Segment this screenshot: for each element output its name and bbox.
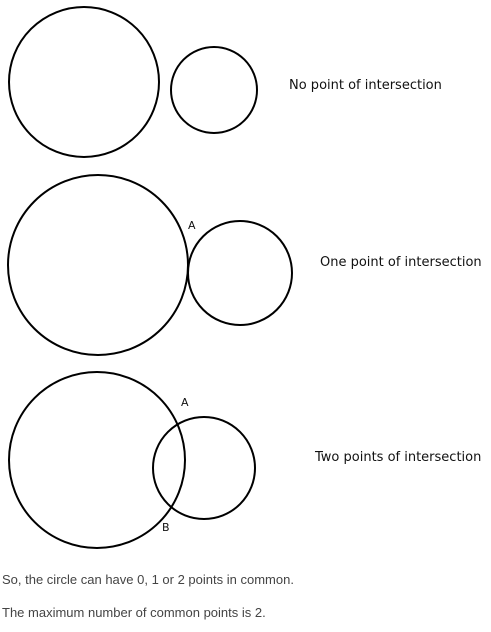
- figure-one-intersection: A One point of intersection: [7, 174, 482, 356]
- maximum-points-text: The maximum number of common points is 2…: [2, 605, 266, 620]
- circle-intersection-diagram: No point of intersection A One point of …: [7, 6, 482, 549]
- caption-no-intersection: No point of intersection: [289, 78, 442, 93]
- caption-one-intersection: One point of intersection: [320, 255, 482, 270]
- conclusion-text: So, the circle can have 0, 1 or 2 points…: [2, 572, 294, 587]
- caption-two-intersections: Two points of intersection: [314, 450, 481, 465]
- figure-no-intersection: No point of intersection: [8, 6, 442, 158]
- large-circle: [8, 371, 186, 549]
- large-circle: [8, 6, 160, 158]
- point-label-a: A: [181, 396, 189, 409]
- point-label-a: A: [188, 219, 196, 232]
- small-circle: [152, 416, 256, 520]
- point-label-b: B: [162, 521, 170, 534]
- figure-two-intersections: A B Two points of intersection: [8, 371, 481, 549]
- small-circle: [187, 220, 293, 326]
- small-circle: [170, 46, 258, 134]
- large-circle: [7, 174, 189, 356]
